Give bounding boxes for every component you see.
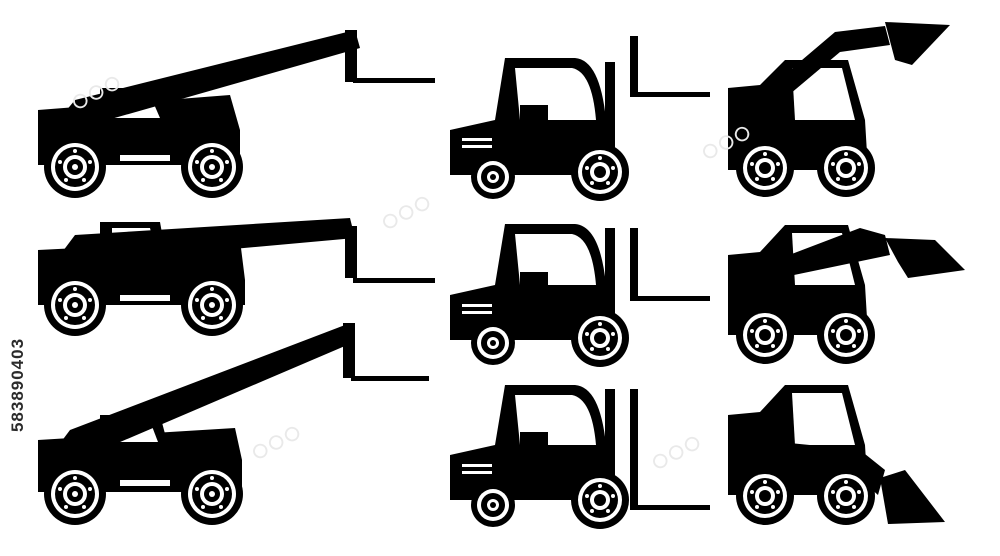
forklift-icon xyxy=(450,36,710,201)
skid-steer-loader-icon xyxy=(728,385,945,525)
telehandler-icon xyxy=(38,30,435,198)
forklift-icon xyxy=(450,385,710,529)
telehandler-icon xyxy=(38,323,429,525)
skid-steer-loader-icon xyxy=(728,22,950,197)
forklift-icon xyxy=(450,224,710,367)
stock-id-label: 583890403 xyxy=(8,300,28,470)
telehandler-icon xyxy=(38,218,435,336)
skid-steer-loader-icon xyxy=(728,225,965,364)
stock-id-text: 583890403 xyxy=(8,337,27,433)
